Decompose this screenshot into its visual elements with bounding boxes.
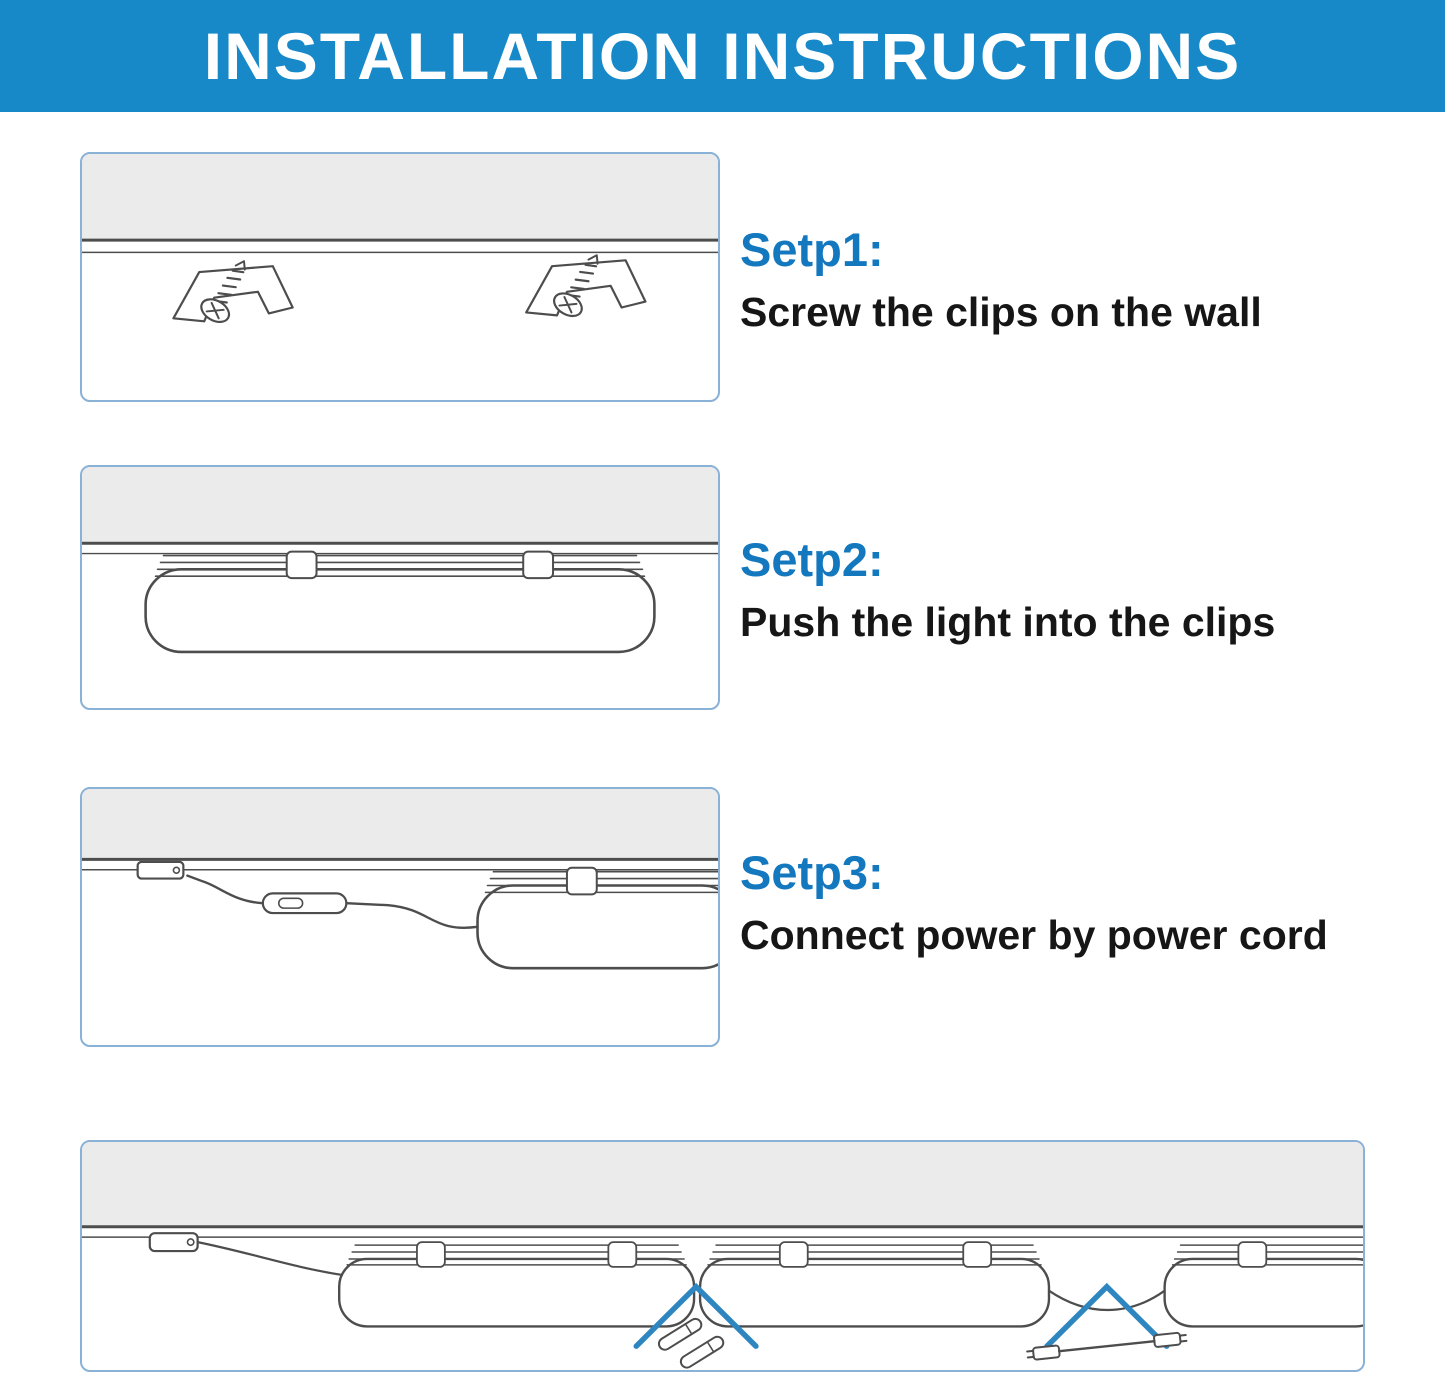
- step3-description: Connect power by power cord: [740, 912, 1328, 958]
- led-light-fixture: [338, 1241, 696, 1328]
- heatsink-fins: [154, 554, 646, 577]
- step2-text: Setp2: Push the light into the clips: [740, 532, 1275, 646]
- up-chevron-icon: [633, 1282, 759, 1349]
- mounting-clip-icon: [778, 1241, 809, 1268]
- header-banner: INSTALLATION INSTRUCTIONS: [0, 0, 1445, 112]
- cable-connector-icon: [1026, 1331, 1188, 1361]
- page-title: INSTALLATION INSTRUCTIONS: [203, 19, 1242, 93]
- wall-cross-section: [82, 789, 718, 858]
- step2-illustration-panel: [80, 465, 720, 710]
- mounting-clip-icon: [416, 1241, 446, 1268]
- heatsink-fins: [484, 870, 718, 894]
- step3-text: Setp3: Connect power by power cord: [740, 845, 1328, 959]
- light-lens: [1163, 1257, 1363, 1328]
- mounting-clip-icon: [522, 550, 555, 580]
- inline-connector: [261, 892, 348, 915]
- power-cord: [345, 902, 479, 929]
- heatsink-fins: [346, 1244, 687, 1266]
- power-cord: [196, 1241, 343, 1276]
- connector-slot: [277, 897, 304, 909]
- up-chevron-icon: [1044, 1282, 1170, 1349]
- heatsink-fins: [1171, 1244, 1363, 1266]
- pin-connector-icon: [679, 1335, 725, 1369]
- wall-plug: [148, 1232, 199, 1253]
- light-lens: [144, 568, 656, 654]
- step1-illustration-panel: [80, 152, 720, 402]
- pin-connector-icon: [657, 1317, 703, 1351]
- light-lens: [698, 1257, 1051, 1328]
- wall-cross-section: [82, 154, 718, 239]
- led-light-fixture: [476, 866, 718, 970]
- connect-power-cord-illustration: [82, 789, 718, 970]
- step2-label: Setp2:: [740, 533, 884, 586]
- step1-text: Setp1: Screw the clips on the wall: [740, 222, 1262, 336]
- led-light-fixture: [1163, 1241, 1363, 1328]
- power-cord: [186, 874, 265, 905]
- mounting-clip-icon: [565, 866, 598, 896]
- step1-label: Setp1:: [740, 223, 884, 276]
- mounting-clip-icon: [525, 254, 647, 318]
- wall-cross-section: [82, 1142, 1363, 1226]
- mounting-clip-icon: [1237, 1241, 1268, 1268]
- step2-description: Push the light into the clips: [740, 599, 1276, 645]
- heatsink-fins: [707, 1244, 1042, 1266]
- mounting-clip-icon: [962, 1241, 993, 1268]
- screw-icon: [200, 260, 246, 323]
- light-lens: [338, 1257, 696, 1328]
- led-light-fixture: [144, 550, 656, 654]
- mounting-clip-icon: [172, 260, 294, 323]
- linking-cord: [1047, 1289, 1166, 1312]
- wall-cross-section: [82, 467, 718, 542]
- step3-illustration-panel: [80, 787, 720, 1047]
- mounting-clip-icon: [607, 1241, 638, 1268]
- led-light-fixture: [698, 1241, 1051, 1328]
- wall-plug: [136, 860, 185, 880]
- series-connection-panel: [80, 1140, 1365, 1372]
- screw-icon: [553, 254, 599, 318]
- plug-socket-hole: [186, 1238, 195, 1247]
- step1-description: Screw the clips on the wall: [740, 289, 1262, 335]
- step3-label: Setp3:: [740, 846, 884, 899]
- push-light-into-clips-illustration: [82, 467, 718, 654]
- clips-on-wall-illustration: [82, 154, 718, 323]
- plug-socket-hole: [172, 866, 181, 874]
- series-connection-illustration: [82, 1142, 1363, 1369]
- mounting-clip-icon: [285, 550, 318, 580]
- light-lens: [476, 884, 718, 970]
